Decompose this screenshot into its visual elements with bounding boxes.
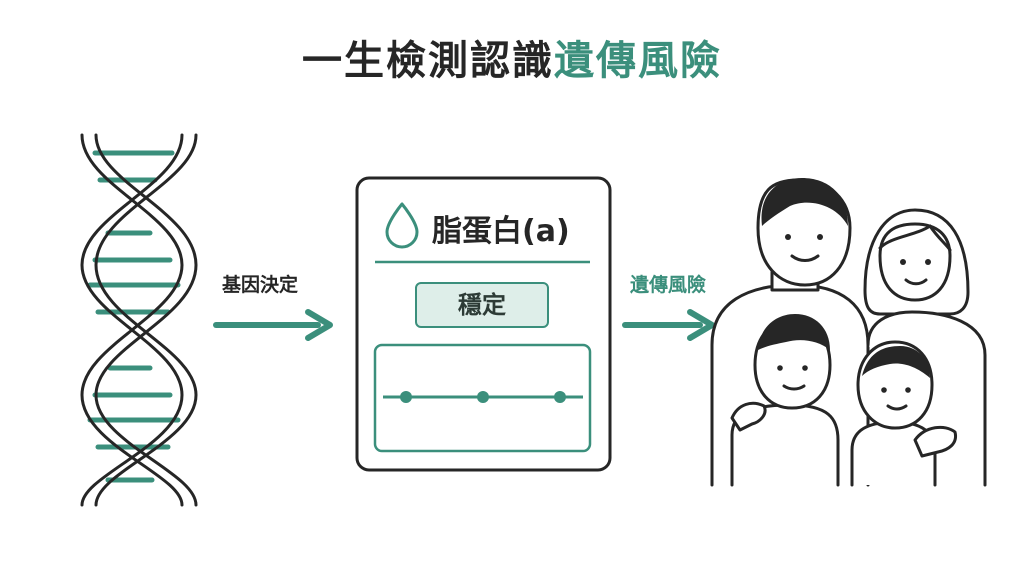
stable-level-line xyxy=(383,391,583,403)
page-title: 一生檢測認識遺傳風險 xyxy=(0,28,1024,86)
family-illustration xyxy=(710,178,987,487)
card-title: 脂蛋白(a) xyxy=(432,214,570,249)
arrow-right-icon xyxy=(213,309,333,341)
arrow-label-hereditary-risk: 遺傳風險 xyxy=(630,274,707,296)
arrow-right-icon xyxy=(622,309,715,341)
arrow-label-genetic: 基因決定 xyxy=(222,274,299,296)
title-accent: 遺傳風險 xyxy=(554,38,722,84)
title-main: 一生檢測認識 xyxy=(302,38,554,84)
dna-helix-icon xyxy=(80,133,198,507)
status-badge: 穩定 xyxy=(415,282,549,328)
drop-icon xyxy=(385,202,419,249)
